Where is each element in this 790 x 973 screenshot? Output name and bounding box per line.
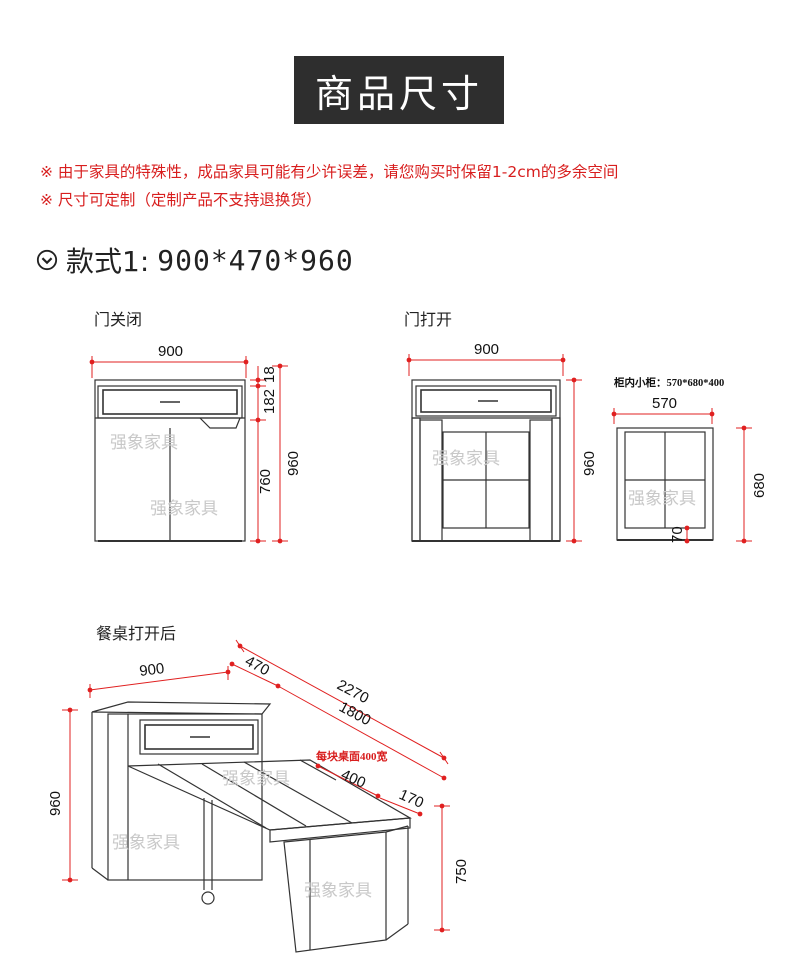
watermark-text: 强象家具 [150,499,218,519]
style-dimensions: 900*470*960 [157,243,354,277]
table-open-drawing [91,701,412,953]
table-dimension-lines [62,639,450,931]
watermark-text: 强象家具 [304,881,372,901]
check-circle-icon [36,249,58,271]
dim-closed-drawer: 182 [261,389,278,414]
dim-table-depth: 470 [242,653,272,680]
view-label-closed: 门关闭 [94,310,143,329]
open-cabinet-drawing [411,379,561,542]
inner-cabinet-drawing [616,427,714,541]
view-label-table: 餐桌打开后 [96,624,177,643]
closed-dimension-lines [91,356,288,543]
watermark-text: 强象家具 [112,833,180,853]
dim-closed-height: 960 [285,451,302,476]
inner-cabinet-caption: 柜内小柜：570*680*400 [613,376,724,389]
view-label-open: 门打开 [404,310,453,329]
notice-block: ※ 由于家具的特殊性，成品家具可能有少许误差，请您购买时保留1-2cm的多余空间… [40,158,618,214]
dim-panel-width: 400 [338,766,368,792]
closed-cabinet-drawing [94,379,246,542]
watermark-text: 强象家具 [222,769,290,789]
notice-tolerance: ※ 由于家具的特殊性，成品家具可能有少许误差，请您购买时保留1-2cm的多余空间 [40,163,619,181]
style-heading: 款式1: 900*470*960 [36,240,354,280]
watermark-text: 强象家具 [628,489,696,509]
dim-open-height: 960 [581,451,598,476]
watermark-text: 强象家具 [110,433,178,453]
dim-panel-end: 170 [396,786,426,812]
watermark-text: 强象家具 [432,449,500,469]
dim-open-width: 900 [474,341,499,358]
page-title: 商品尺寸 [294,56,504,124]
dim-inner-base: 70 [669,526,686,543]
panel-width-note: 每块桌面400宽 [316,749,388,763]
notice-custom: ※ 尺寸可定制（定制产品不支持退换货） [40,191,322,209]
dim-table-height: 960 [47,791,64,816]
dim-table-leg: 750 [453,859,470,884]
dim-closed-lower: 760 [257,469,274,494]
dim-table-length: 1800 [336,699,373,730]
dim-table-width: 900 [138,660,165,680]
dim-closed-top: 18 [261,366,278,383]
dim-inner-width: 570 [652,395,677,412]
dim-inner-height: 680 [751,473,768,498]
dim-closed-width: 900 [158,343,183,360]
style-label: 款式1: [66,245,150,278]
